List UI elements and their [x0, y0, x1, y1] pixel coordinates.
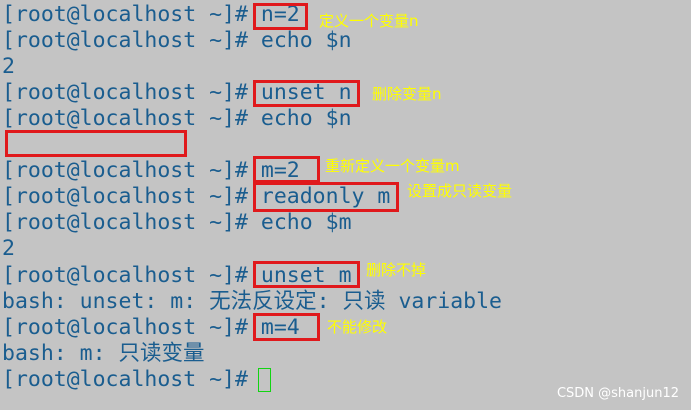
- error-output: bash: m: 只读变量: [2, 341, 205, 366]
- command: n=2: [260, 2, 300, 27]
- prompt: [root@localhost ~]#: [2, 184, 248, 209]
- highlight-box: [253, 80, 360, 107]
- terminal-line: [root@localhost ~]# unset n: [2, 80, 352, 106]
- terminal-line: [root@localhost ~]# n=2: [2, 2, 300, 28]
- terminal-line: [root@localhost ~]# echo $m: [2, 210, 352, 236]
- prompt: [root@localhost ~]#: [2, 80, 248, 105]
- terminal-line: [root@localhost ~]# m=2: [2, 158, 300, 184]
- watermark: CSDN @shanjun12: [556, 386, 679, 401]
- terminal-output: 2: [2, 54, 15, 79]
- highlight-box: [253, 313, 320, 341]
- command: m=2: [260, 158, 300, 183]
- error-output: bash: unset: m: 无法反设定: 只读 variable: [2, 289, 502, 314]
- cursor[interactable]: [258, 368, 271, 392]
- annotation-define-n: 定义一个变量n: [319, 12, 419, 30]
- prompt: [root@localhost ~]#: [2, 2, 248, 27]
- command: m=4: [260, 315, 300, 340]
- terminal-line: [root@localhost ~]#: [2, 367, 261, 393]
- command: unset n: [260, 80, 352, 105]
- annotation-cannot-modify: 不能修改: [327, 318, 388, 336]
- highlight-box: [253, 3, 308, 30]
- annotation-delete-n: 删除变量n: [372, 85, 442, 103]
- prompt: [root@localhost ~]#: [2, 28, 248, 53]
- annotation-readonly-m: 设置成只读变量: [407, 182, 513, 200]
- prompt: [root@localhost ~]#: [2, 367, 248, 392]
- command: echo $n: [260, 28, 352, 53]
- terminal-line: [root@localhost ~]# unset m: [2, 263, 352, 289]
- prompt: [root@localhost ~]#: [2, 263, 248, 288]
- prompt: [root@localhost ~]#: [2, 106, 248, 131]
- highlight-box: [253, 156, 320, 183]
- command: echo $m: [260, 210, 352, 235]
- annotation-cannot-delete: 删除不掉: [366, 261, 427, 279]
- terminal-output: 2: [2, 236, 15, 261]
- highlight-box: [5, 130, 187, 157]
- highlight-box: [253, 261, 360, 288]
- terminal-line: [root@localhost ~]# readonly m: [2, 184, 390, 210]
- prompt: [root@localhost ~]#: [2, 210, 248, 235]
- prompt: [root@localhost ~]#: [2, 315, 248, 340]
- command: echo $n: [260, 106, 352, 131]
- command: unset m: [260, 263, 352, 288]
- prompt: [root@localhost ~]#: [2, 158, 248, 183]
- command: readonly m: [260, 184, 391, 209]
- highlight-box: [253, 182, 399, 212]
- terminal-line: [root@localhost ~]# echo $n: [2, 106, 352, 132]
- terminal-line: [root@localhost ~]# m=4: [2, 315, 300, 341]
- terminal-line: [root@localhost ~]# echo $n: [2, 28, 352, 54]
- annotation-redefine-m: 重新定义一个变量m: [325, 157, 460, 175]
